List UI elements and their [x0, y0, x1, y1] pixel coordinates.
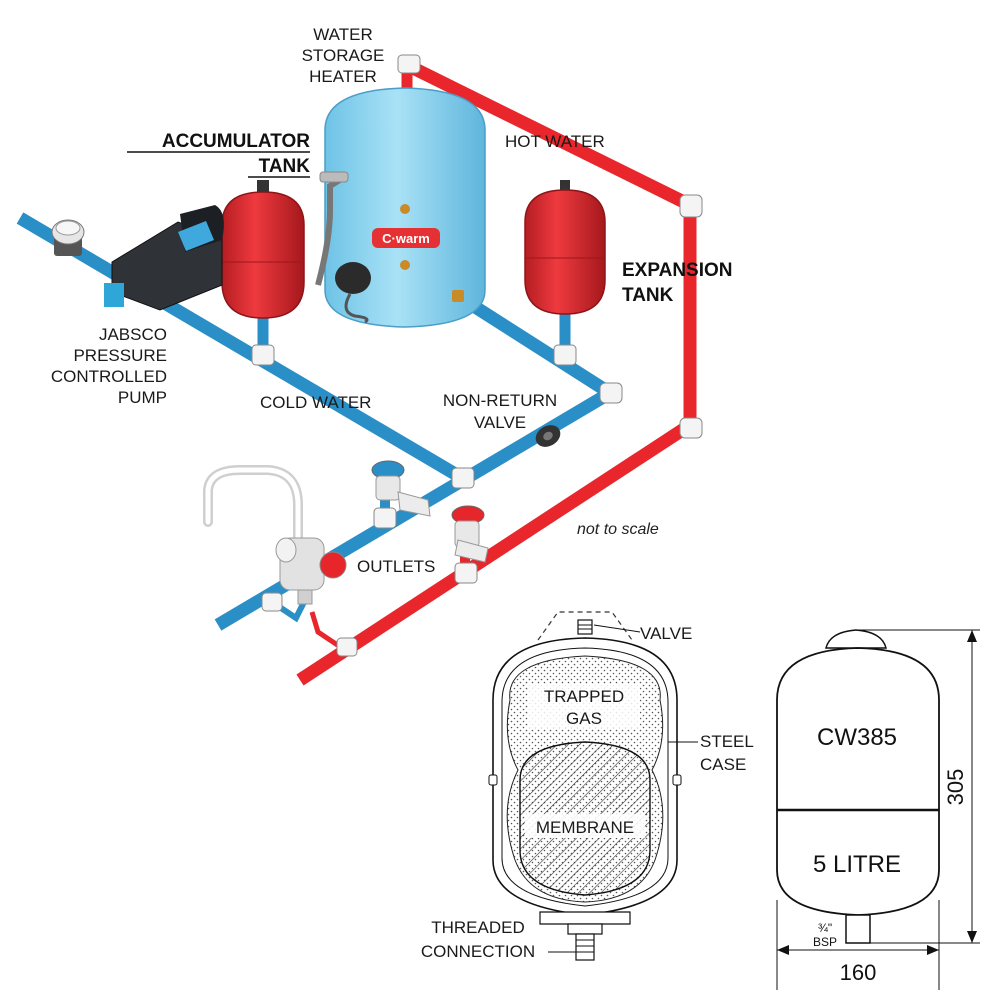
not-to-scale-label: not to scale	[577, 521, 659, 538]
svg-text:TANK: TANK	[622, 285, 674, 306]
svg-text:VALVE: VALVE	[474, 413, 526, 432]
fitting-fraction-label: ¾"	[818, 921, 832, 935]
threaded-connection-part	[567, 923, 603, 935]
pipe-fittings	[251, 54, 703, 657]
expansion-tank-label: EXPANSION TANK	[622, 260, 733, 306]
accumulator-tank	[221, 180, 305, 319]
valve-label: VALVE	[640, 624, 692, 643]
width-dimension-label: 160	[840, 960, 877, 985]
heater-port-lower	[400, 260, 410, 270]
hot-outlet-tap	[451, 505, 489, 563]
expansion-tank	[524, 180, 606, 315]
brand-label: C·warm	[382, 231, 430, 246]
svg-text:EXPANSION: EXPANSION	[622, 260, 733, 281]
svg-text:MEMBRANE: MEMBRANE	[536, 818, 634, 837]
accumulator-tank-label: ACCUMULATOR TANK	[127, 131, 311, 178]
hot-water-label: HOT WATER	[505, 132, 605, 151]
model-label: CW385	[817, 724, 897, 751]
non-return-valve	[535, 425, 561, 447]
capacity-label: 5 LITRE	[813, 851, 901, 878]
non-return-valve-label: NON-RETURN VALVE	[443, 391, 557, 432]
cold-outlet-tap	[371, 460, 431, 517]
heater-port-upper	[400, 204, 410, 214]
thermostat-dial	[335, 262, 371, 294]
water-storage-heater-label: WATER STORAGE HEATER	[302, 25, 385, 86]
pressure-pump	[51, 205, 224, 311]
relief-pipe	[315, 175, 345, 286]
fitting-type-label: BSP	[813, 935, 837, 949]
svg-text:JABSCO: JABSCO	[99, 325, 167, 344]
steel-case-label: STEEL CASE	[700, 732, 754, 774]
element-cable	[344, 293, 369, 324]
svg-text:NON-RETURN: NON-RETURN	[443, 391, 557, 410]
svg-text:HEATER: HEATER	[309, 67, 377, 86]
svg-text:PUMP: PUMP	[118, 388, 167, 407]
svg-text:CONNECTION: CONNECTION	[421, 942, 535, 961]
svg-text:WATER: WATER	[313, 25, 373, 44]
height-dimension-label: 305	[943, 769, 968, 806]
svg-text:STORAGE: STORAGE	[302, 46, 385, 65]
svg-text:CONTROLLED: CONTROLLED	[51, 367, 167, 386]
cold-water-label: COLD WATER	[260, 393, 371, 412]
outlets-label: OUTLETS	[357, 557, 435, 576]
trapped-gas-label: TRAPPED GAS	[528, 684, 640, 728]
svg-text:ACCUMULATOR: ACCUMULATOR	[162, 131, 310, 152]
cutaway-tank	[488, 611, 698, 961]
membrane-label: MEMBRANE	[525, 814, 645, 838]
brand-badge	[372, 228, 440, 248]
threaded-connection-label: THREADED CONNECTION	[421, 918, 535, 961]
mixer-tap	[203, 465, 347, 605]
valve-part	[577, 619, 593, 635]
bsp-fitting	[845, 914, 871, 944]
svg-text:GAS: GAS	[566, 709, 602, 728]
svg-text:CASE: CASE	[700, 755, 746, 774]
water-storage-heater: C·warm	[315, 87, 486, 328]
dimension-tank	[776, 629, 980, 990]
svg-text:THREADED: THREADED	[431, 918, 525, 937]
svg-text:PRESSURE: PRESSURE	[73, 346, 167, 365]
svg-text:STEEL: STEEL	[700, 732, 754, 751]
pump-label: JABSCO PRESSURE CONTROLLED PUMP	[51, 325, 167, 407]
svg-text:TRAPPED: TRAPPED	[544, 687, 624, 706]
svg-text:TANK: TANK	[259, 156, 311, 177]
pump-switch	[104, 283, 124, 307]
